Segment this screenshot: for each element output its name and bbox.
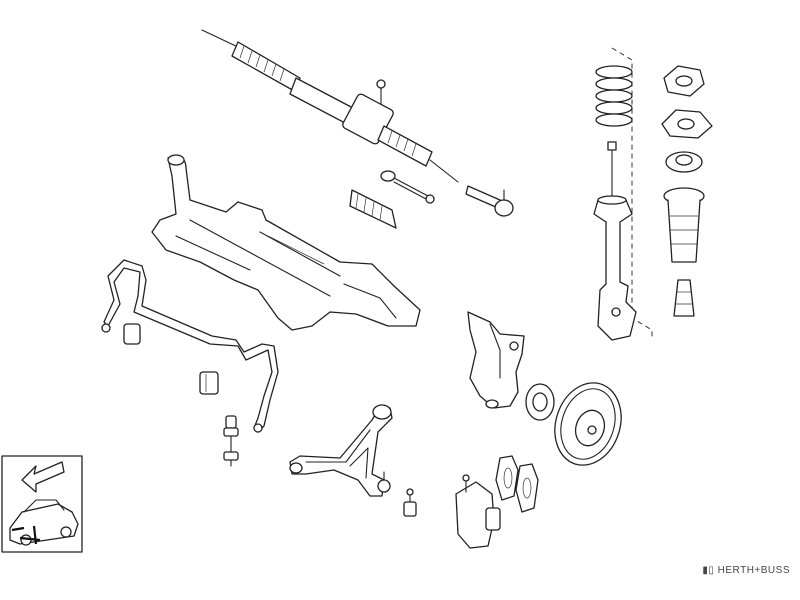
coil-spring — [595, 65, 633, 127]
brand-label: HERTH+BUSS — [717, 565, 790, 576]
steering-rack — [201, 29, 459, 183]
ball-joint — [377, 471, 417, 517]
top-mount-bearing — [665, 151, 703, 173]
outer-tie-rod-end — [465, 185, 514, 217]
dust-boot — [663, 187, 705, 263]
rack-boot — [349, 189, 397, 229]
brand-logo: ▮▯ HERTH+BUSS — [702, 565, 790, 576]
stabilizer-link — [223, 415, 239, 467]
bump-stop — [673, 279, 695, 317]
front-direction-arrow-icon — [21, 461, 65, 493]
brand-mark-icon: ▮▯ — [702, 565, 718, 576]
car-orientation-inset — [1, 455, 83, 553]
control-arm — [289, 404, 393, 497]
brake-pads — [495, 455, 539, 513]
shock-absorber — [593, 141, 637, 341]
brake-disc — [554, 382, 622, 466]
car-icon — [9, 499, 79, 546]
stabilizer-bushing — [123, 323, 219, 395]
wheel-knuckle — [467, 311, 525, 409]
stabilizer-bar — [101, 259, 279, 433]
subframe — [151, 154, 421, 331]
brake-caliper — [455, 474, 501, 549]
strut-mount — [661, 65, 713, 139]
wheel-hub-bearing — [525, 383, 555, 421]
inner-tie-rod — [380, 170, 435, 204]
